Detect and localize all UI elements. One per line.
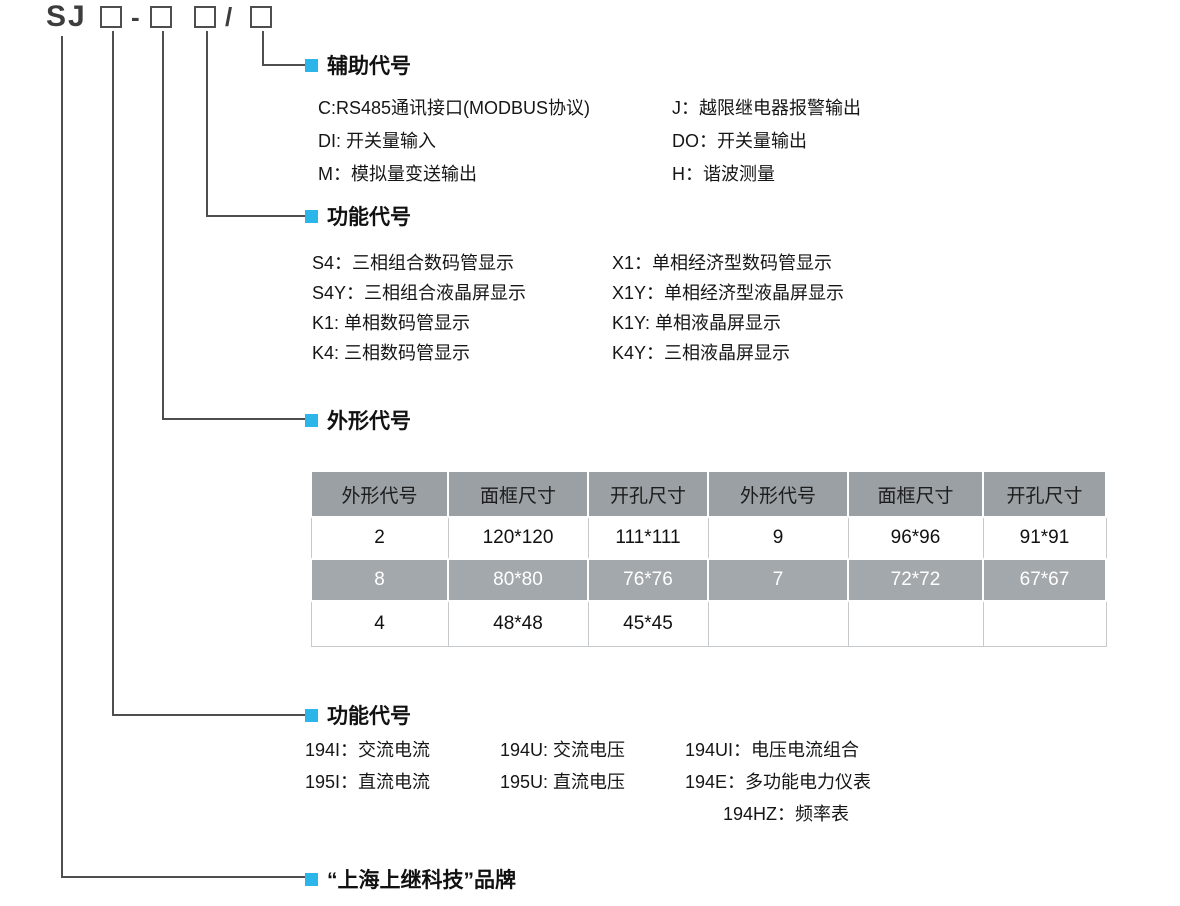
- section-bullet-icon: [305, 58, 318, 72]
- table-cell: 67*67: [982, 558, 1107, 602]
- connector-line-function-h: [112, 714, 305, 716]
- display-item: K4Y：三相液晶屏显示: [612, 343, 791, 363]
- table-cell: 7: [707, 558, 849, 602]
- connector-line-display-v: [206, 31, 208, 217]
- auxiliary-section-title: 辅助代号: [327, 55, 411, 78]
- table-cell: 80*80: [447, 558, 589, 602]
- model-slash: /: [225, 2, 233, 32]
- model-box-2: [150, 6, 172, 28]
- connector-line-brand-v: [61, 36, 63, 878]
- auxiliary-row: DI: 开关量输入 DO：开关量输出: [318, 123, 861, 156]
- auxiliary-item: DI: 开关量输入: [318, 130, 437, 151]
- table-header-cell: 面框尺寸: [847, 470, 984, 518]
- auxiliary-item: J：越限继电器报警输出: [672, 97, 861, 118]
- table-cell: 120*120: [447, 516, 589, 560]
- table-cell: 91*91: [982, 516, 1107, 560]
- table-row: 2 120*120 111*111 9 96*96 91*91: [310, 516, 1107, 560]
- table-cell: [707, 600, 849, 647]
- model-box-4: [250, 6, 272, 28]
- connector-line-shape-h: [162, 418, 305, 420]
- model-prefix: SJ: [46, 0, 87, 33]
- function-item: 194UI：电压电流组合: [685, 740, 860, 760]
- function-items: 194I：交流电流 194U: 交流电压 194UI：电压电流组合 195I：直…: [305, 733, 871, 829]
- model-box-3: [194, 6, 216, 28]
- function-row: 195I：直流电流 195U: 直流电压 194E：多功能电力仪表: [305, 765, 871, 797]
- section-bullet-icon: [305, 413, 318, 427]
- table-header-cell: 外形代号: [310, 470, 449, 518]
- section-bullet-icon: [305, 209, 318, 223]
- shape-size-table: 外形代号 面框尺寸 开孔尺寸 外形代号 面框尺寸 开孔尺寸 2 120*120 …: [310, 470, 1107, 647]
- table-cell: 72*72: [847, 558, 984, 602]
- section-bullet-icon: [305, 708, 318, 722]
- table-cell: 76*76: [587, 558, 709, 602]
- function-section-title: 功能代号: [327, 705, 411, 728]
- display-row: K4: 三相数码管显示 K4Y：三相液晶屏显示: [312, 337, 844, 367]
- function-item: 194HZ：频率表: [723, 804, 850, 824]
- brand-title: “上海上继科技”品牌: [327, 869, 516, 892]
- display-item: K4: 三相数码管显示: [312, 343, 471, 363]
- display-section-header: 功能代号: [305, 203, 411, 229]
- auxiliary-items: C:RS485通讯接口(MODBUS协议) J：越限继电器报警输出 DI: 开关…: [318, 90, 861, 189]
- display-item: S4Y：三相组合液晶屏显示: [312, 283, 527, 303]
- table-cell: 2: [310, 516, 449, 560]
- table-cell: 4: [310, 600, 449, 647]
- table-header-cell: 外形代号: [707, 470, 849, 518]
- connector-line-display-h: [206, 215, 305, 217]
- function-section-header: 功能代号: [305, 702, 411, 728]
- display-item: X1Y：单相经济型液晶屏显示: [612, 283, 845, 303]
- connector-line-function-v: [112, 31, 114, 716]
- display-row: K1: 单相数码管显示 K1Y: 单相液晶屏显示: [312, 307, 844, 337]
- table-cell: 45*45: [587, 600, 709, 647]
- model-dash: -: [131, 2, 140, 32]
- function-item: 194I：交流电流: [305, 740, 431, 760]
- function-item: 195U: 直流电压: [500, 772, 626, 792]
- function-item: 194U: 交流电压: [500, 740, 626, 760]
- table-cell: 48*48: [447, 600, 589, 647]
- shape-section-header: 外形代号: [305, 407, 411, 433]
- connector-line-brand-h: [61, 876, 305, 878]
- function-item: 195I：直流电流: [305, 772, 431, 792]
- display-section-title: 功能代号: [327, 206, 411, 229]
- brand-section-header: “上海上继科技”品牌: [305, 866, 516, 892]
- table-header-cell: 开孔尺寸: [587, 470, 709, 518]
- auxiliary-item: DO：开关量输出: [672, 130, 807, 151]
- table-cell: 111*111: [587, 516, 709, 560]
- table-header-cell: 面框尺寸: [447, 470, 589, 518]
- display-item: X1：单相经济型数码管显示: [612, 253, 833, 273]
- table-row: 4 48*48 45*45: [310, 600, 1107, 647]
- auxiliary-row: M：模拟量变送输出 H：谐波测量: [318, 156, 861, 189]
- function-row: 194I：交流电流 194U: 交流电压 194UI：电压电流组合: [305, 733, 871, 765]
- display-item: K1Y: 单相液晶屏显示: [612, 313, 782, 333]
- auxiliary-row: C:RS485通讯接口(MODBUS协议) J：越限继电器报警输出: [318, 90, 861, 123]
- display-row: S4Y：三相组合液晶屏显示 X1Y：单相经济型液晶屏显示: [312, 277, 844, 307]
- table-cell: [982, 600, 1107, 647]
- display-items: S4：三相组合数码管显示 X1：单相经济型数码管显示 S4Y：三相组合液晶屏显示…: [312, 247, 844, 367]
- table-cell: 8: [310, 558, 449, 602]
- table-row-highlighted: 8 80*80 76*76 7 72*72 67*67: [310, 558, 1107, 602]
- table-cell: 9: [707, 516, 849, 560]
- connector-line-aux-v: [262, 31, 264, 66]
- shape-section-title: 外形代号: [327, 410, 411, 433]
- function-item: 194E：多功能电力仪表: [685, 772, 872, 792]
- auxiliary-item: C:RS485通讯接口(MODBUS协议): [318, 97, 591, 118]
- model-box-1: [100, 6, 122, 28]
- table-cell: [847, 600, 984, 647]
- table-cell: 96*96: [847, 516, 984, 560]
- function-row: 194HZ：频率表: [305, 797, 871, 829]
- display-item: S4：三相组合数码管显示: [312, 253, 515, 273]
- table-header-cell: 开孔尺寸: [982, 470, 1107, 518]
- connector-line-shape-v: [162, 31, 164, 420]
- connector-line-aux-h: [262, 64, 305, 66]
- table-header-row: 外形代号 面框尺寸 开孔尺寸 外形代号 面框尺寸 开孔尺寸: [310, 470, 1107, 518]
- display-row: S4：三相组合数码管显示 X1：单相经济型数码管显示: [312, 247, 844, 277]
- display-item: K1: 单相数码管显示: [312, 313, 471, 333]
- auxiliary-item: H：谐波测量: [672, 163, 775, 184]
- auxiliary-section-header: 辅助代号: [305, 52, 411, 78]
- section-bullet-icon: [305, 872, 318, 886]
- auxiliary-item: M：模拟量变送输出: [318, 163, 477, 184]
